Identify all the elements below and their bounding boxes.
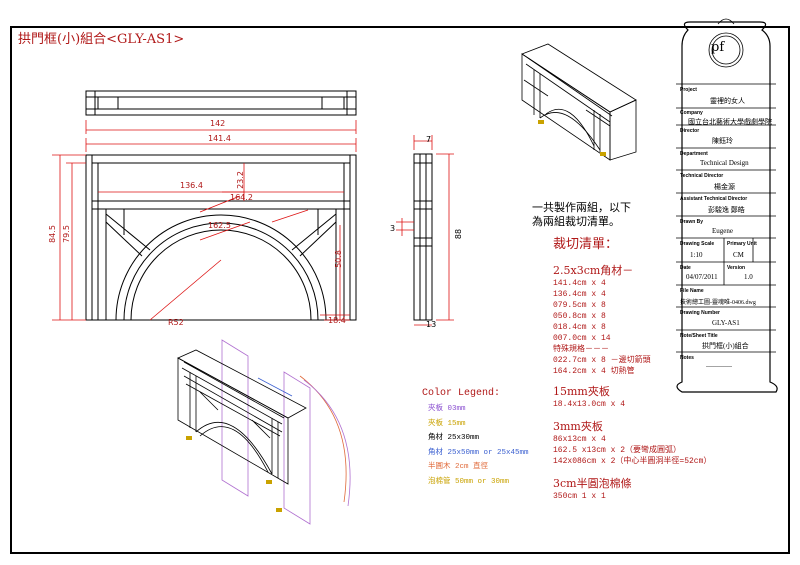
tb-assistant-td: 彭駿逸 鄭皓 — [708, 206, 745, 214]
side-view — [413, 153, 433, 321]
tb-label: Assistant Technical Director — [680, 196, 748, 202]
legend-item: 角材 25x30mm — [428, 434, 480, 442]
tb-label: Company — [680, 110, 703, 116]
cut-item: 007.0cm x 14 — [553, 334, 611, 343]
tb-notes: ------------- — [706, 364, 732, 370]
dim-r52: R52 — [168, 318, 184, 327]
tb-drawn-by: Eugene — [712, 227, 733, 235]
dim-162-5: 162.5 — [208, 221, 231, 230]
tb-director: 陳鈺玲 — [712, 137, 733, 145]
dim-84-5: 84.5 — [47, 225, 57, 243]
dim-79-5: 79.5 — [61, 225, 71, 243]
drawing-border — [10, 26, 790, 554]
tb-version: 1.0 — [744, 273, 753, 281]
cut-item: 050.8cm x 8 — [553, 312, 606, 321]
legend-item: 半圓木 2cm 直徑 — [428, 463, 489, 471]
side-dims — [396, 135, 454, 326]
tb-label: Drawing Scale — [680, 241, 715, 247]
tb-label: Note/Sheet Title — [680, 333, 718, 339]
tb-label: Version — [727, 265, 746, 271]
cut-item: 350cm 1 x 1 — [553, 492, 606, 501]
front-dims — [52, 154, 350, 321]
iso-view-small — [521, 43, 637, 161]
tb-date: 04/07/2011 — [686, 273, 718, 281]
dim-136-4: 136.4 — [180, 181, 203, 190]
tb-label: Director — [680, 128, 700, 134]
cut-list-heading: 裁切清單： — [553, 237, 619, 252]
dim-141-4: 141.4 — [208, 134, 231, 143]
top-view — [85, 90, 357, 116]
page-title: 拱門框(小)組合<GLY-AS1> — [18, 32, 185, 47]
legend-item: 角材 25x50mm or 25x45mm — [428, 448, 529, 457]
tb-label: Notes — [680, 355, 694, 361]
dim-18-4: 18.4 — [328, 316, 346, 325]
tb-file-name: 技術總工圖-靈魂唯-0406.dwg — [680, 300, 756, 306]
company-logo: pf — [711, 40, 725, 55]
iso-view-small-accents — [538, 120, 606, 156]
tb-sheet-title: 拱門框(小)組合 — [702, 342, 749, 350]
cut-item: 141.4cm x 4 — [553, 279, 606, 288]
cut-section-title: 15mm夾板 — [553, 385, 610, 398]
tb-technical-director: 楊金源 — [714, 183, 735, 191]
cut-item: 164.2cm x 4 切熱管 — [553, 367, 635, 376]
tb-label: Drawing Number — [680, 310, 721, 316]
title-block — [676, 18, 778, 393]
cut-section-title: 2.5x3cm角材－ — [553, 264, 634, 277]
cut-item: 86x13cm x 4 — [553, 435, 606, 444]
tb-unit: CM — [733, 251, 744, 259]
dim-23-2: 23.2 — [235, 171, 245, 189]
tb-label: File Name — [680, 288, 704, 294]
tb-company: 國立台北藝術大學戲劇學院 — [688, 118, 772, 126]
dim-142: 142 — [210, 119, 226, 128]
cut-section-title: 3mm夾板 — [553, 420, 603, 433]
tb-label: Primary Unit — [727, 241, 757, 247]
cut-item: 特殊規格－－－ — [553, 345, 609, 354]
cut-item: 136.4cm x 4 — [553, 290, 606, 299]
tb-label: Project — [680, 87, 697, 93]
dim-164-2: 164.2 — [230, 193, 253, 202]
dim-13: 13 — [426, 320, 437, 329]
tb-label: Drawn By — [680, 219, 704, 225]
dim-50-8: 50.8 — [333, 250, 343, 268]
dim-3: 3 — [390, 224, 396, 233]
tb-label: Date — [680, 265, 691, 271]
dim-7: 7 — [426, 135, 432, 144]
tb-drawing-number: GLY-AS1 — [712, 319, 740, 327]
legend-item: 夾板 03mm — [428, 405, 466, 413]
cut-item: 079.5cm x 8 — [553, 301, 606, 310]
tb-department: Technical Design — [700, 159, 749, 167]
tb-label: Technical Director — [680, 173, 724, 179]
tb-scale: 1:10 — [690, 251, 703, 259]
cut-section-title: 3cm半圓泡棉條 — [553, 477, 632, 490]
legend-item: 夾板 15mm — [428, 419, 466, 428]
dim-88: 88 — [454, 228, 464, 240]
top-dims — [85, 120, 357, 152]
cut-item: 142x086cm x 2（中心半圓洞半徑=52cm） — [553, 457, 712, 466]
fabrication-note: 一共製作兩組，以下 為兩組裁切清單。 — [532, 201, 631, 228]
front-view — [85, 154, 357, 321]
legend-item: 泡棉管 50mm or 30mm — [428, 477, 510, 486]
tb-label: Department — [680, 151, 708, 157]
color-legend-title: Color Legend: — [422, 388, 501, 399]
iso-view-exploded — [177, 339, 351, 525]
cut-item: 162.5 x13cm x 2（要彎成圓弧） — [553, 446, 682, 455]
cut-item: 18.4x13.0cm x 4 — [553, 400, 626, 409]
tb-project: 靈裡的女人 — [710, 97, 745, 105]
cut-item: 018.4cm x 8 — [553, 323, 606, 332]
iso-exploded-accents — [186, 436, 282, 512]
cut-item: 022.7cm x 8 －邊切箭頭 — [553, 356, 651, 365]
